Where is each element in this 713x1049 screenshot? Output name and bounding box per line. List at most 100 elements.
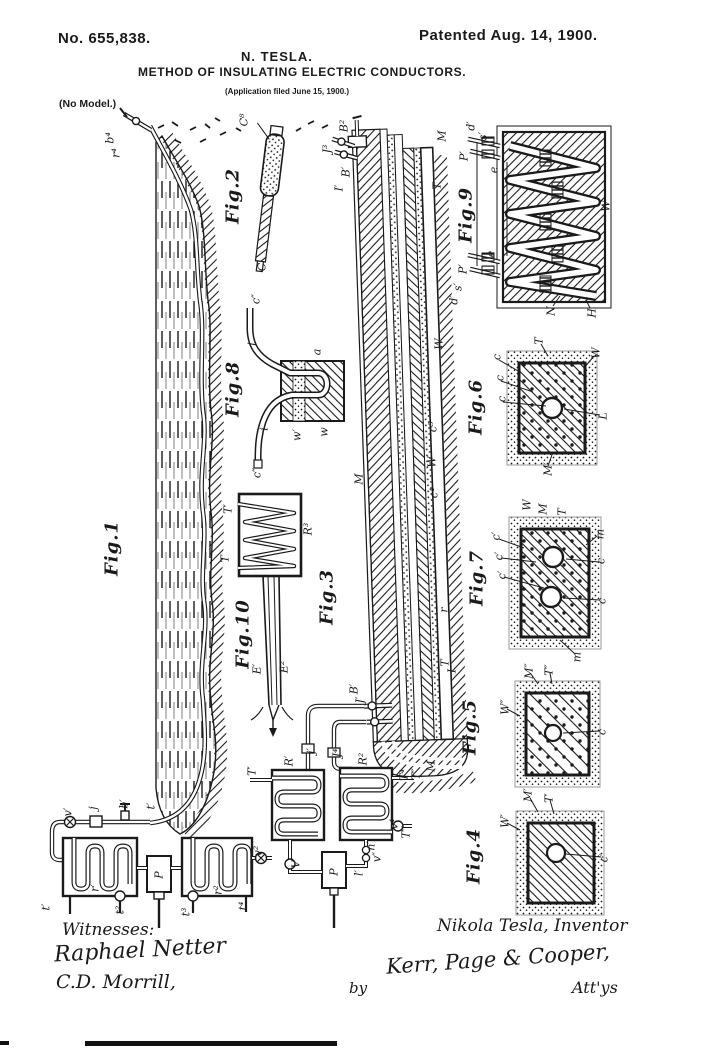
ref-label: T: [555, 508, 569, 516]
ref-label: w′: [290, 429, 304, 441]
fig6-cross-section: [498, 343, 601, 467]
patent-title: METHOD OF INSULATING ELECTRIC CONDUCTORS…: [138, 65, 467, 79]
ref-label: t⁴: [236, 901, 250, 911]
ref-label: v²: [251, 845, 265, 857]
ref-label: M′: [541, 462, 555, 476]
ref-label: J³: [320, 144, 334, 154]
ref-label: e: [484, 250, 498, 258]
reservoir-vessels-middle: [250, 703, 414, 928]
ref-label: t′: [144, 802, 158, 810]
ref-label: C⁸: [237, 113, 251, 127]
ref-label: M″: [522, 663, 536, 679]
ref-label: C: [255, 262, 269, 272]
ref-label: P′: [456, 264, 470, 274]
ref-label: M: [424, 760, 438, 772]
ref-label: s′: [476, 131, 490, 141]
figure-label: Fig.6: [465, 379, 487, 435]
ref-label: T: [532, 337, 546, 345]
model-note: (No Model.): [59, 98, 117, 110]
ref-label: b′: [117, 799, 131, 809]
fig3-insulated-line: [331, 114, 477, 794]
figure-label: Fig.2: [222, 168, 244, 224]
ref-label: c′: [492, 551, 506, 561]
ref-label: M: [352, 473, 366, 485]
by-label: by: [349, 979, 368, 997]
ref-label: r: [437, 607, 451, 613]
figure-label: Fig.3: [316, 569, 338, 625]
fig7-cross-section: [498, 516, 602, 655]
ref-label: M: [536, 503, 550, 515]
ref-label: w: [317, 427, 331, 437]
attorney-title: Att'ys: [572, 978, 618, 997]
ref-label: T: [430, 182, 444, 190]
ref-label: W: [599, 200, 613, 212]
ref-label: c: [595, 597, 609, 605]
ref-label: a: [310, 348, 324, 356]
ref-label: I: [445, 668, 459, 674]
ref-label: W″: [498, 699, 512, 715]
fig4-cross-section: [506, 797, 605, 916]
ref-label: B²: [337, 119, 351, 133]
ref-label: r²: [211, 885, 225, 895]
scan-artifact-mark: [0, 1041, 9, 1045]
ref-label: c⁴: [427, 487, 441, 499]
ref-label: c: [495, 395, 509, 403]
ref-label: T‴: [399, 825, 413, 839]
ref-label: I′: [332, 184, 346, 192]
fig1-lake-section: [119, 107, 329, 840]
fig9-terminals: [467, 136, 501, 279]
ref-label: c′: [489, 531, 503, 541]
ref-label: v′: [61, 807, 75, 817]
ref-label: r⁴: [109, 148, 123, 158]
ref-label: m: [570, 651, 584, 663]
ref-label: R²: [356, 752, 370, 766]
ref-label: P′: [457, 151, 471, 161]
surface-debris: [157, 117, 329, 144]
ref-label: L: [596, 412, 610, 420]
fig2-conductor-rod: [254, 122, 285, 273]
figure-label: Fig.5: [459, 699, 481, 755]
ref-label: T″: [542, 664, 556, 676]
ref-label: E′: [250, 663, 264, 675]
fig8-u-tube-block: [246, 308, 345, 469]
ref-label: W: [520, 499, 534, 511]
ref-label: i: [245, 342, 259, 346]
scan-artifact-bar: [85, 1041, 337, 1046]
ref-label: c: [493, 374, 507, 382]
ref-label: c: [595, 728, 609, 736]
ref-label: i: [257, 427, 271, 431]
coil-couplings: [539, 149, 564, 293]
ref-label: t²: [113, 905, 127, 915]
ref-label: s′: [451, 282, 465, 292]
ref-label: B′: [347, 683, 361, 695]
ref-label: b⁴: [103, 132, 117, 144]
ref-label: d′: [464, 121, 478, 131]
ref-label: c⁵: [426, 421, 440, 433]
ref-label: W: [589, 347, 603, 359]
ref-label: V′: [289, 857, 303, 869]
figure-label: Fig.8: [222, 361, 244, 417]
ref-label: M′: [521, 788, 535, 802]
inventor-name: N. TESLA.: [241, 49, 313, 64]
ref-label: T′: [221, 504, 235, 514]
ref-label: t′: [39, 903, 53, 911]
ref-label: c′: [495, 570, 509, 580]
ref-label: T: [218, 555, 232, 563]
ref-label: W′: [498, 814, 512, 828]
ref-label: M: [435, 130, 449, 142]
ref-label: t³: [179, 907, 193, 917]
figure-label: Fig.1: [101, 520, 123, 576]
figure-label: Fig.4: [463, 828, 485, 884]
patent-number: No. 655,838.: [58, 30, 151, 47]
ref-label: c″: [249, 293, 263, 305]
fig10-coil-tube: [237, 492, 303, 737]
inventor-signature: Nikola Tesla, Inventor: [437, 916, 628, 936]
ref-label: n′: [364, 841, 378, 851]
ref-label: r′: [88, 884, 102, 892]
ref-label: c″: [250, 467, 264, 479]
figure-label: Fig.7: [466, 550, 488, 606]
ref-label: j′: [304, 748, 318, 754]
